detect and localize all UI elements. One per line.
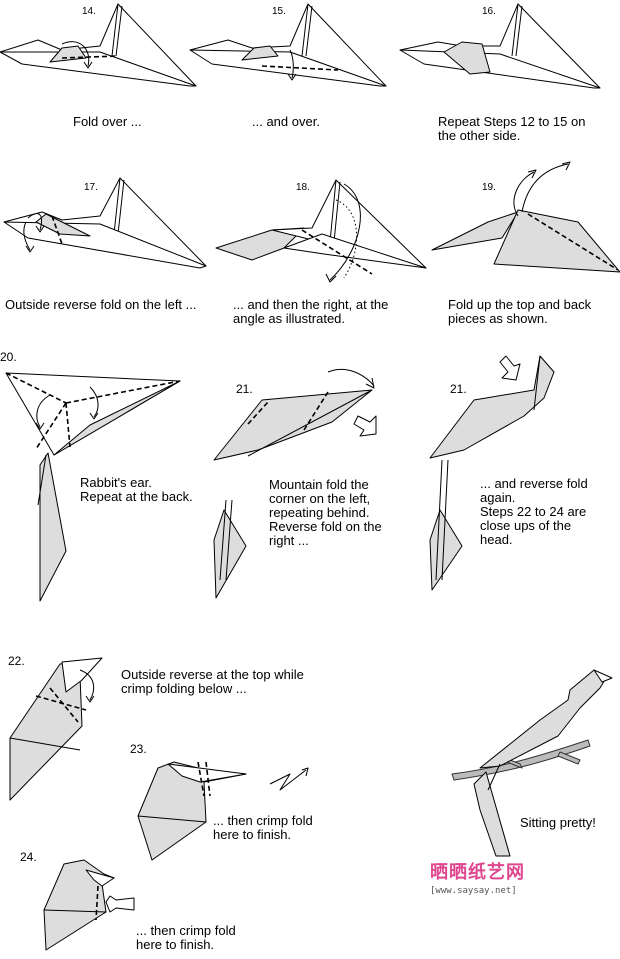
step-16-diagram xyxy=(399,3,601,89)
step-17-number: 17. xyxy=(84,182,98,193)
step-18-caption: ... and then the right, at the angle as … xyxy=(233,297,389,326)
step-17-diagram xyxy=(3,177,207,269)
step-20-number: 20. xyxy=(0,350,17,364)
final-bird-diagram xyxy=(451,669,613,857)
step-23-caption: ... then crimp fold here to finish. xyxy=(213,813,313,842)
step-14-diagram xyxy=(0,3,197,87)
step-19-caption: Fold up the top and back pieces as shown… xyxy=(448,297,592,326)
step-15-caption: ... and over. xyxy=(252,114,320,129)
step-22-diagram xyxy=(9,657,103,801)
step-16-number: 16. xyxy=(482,6,496,17)
step-21b-diagram xyxy=(429,355,555,591)
step-20-caption: Rabbit's ear. Repeat at the back. xyxy=(80,475,193,504)
step-24-diagram xyxy=(43,859,135,951)
step-24-caption: ... then crimp fold here to finish. xyxy=(136,923,236,952)
step-15-number: 15. xyxy=(272,6,286,17)
step-15-diagram xyxy=(189,3,387,87)
step-22-number: 22. xyxy=(8,654,25,668)
step-18-diagram xyxy=(215,179,427,283)
step-18-number: 18. xyxy=(296,182,310,193)
step-22-caption: Outside reverse at the top while crimp f… xyxy=(121,667,304,696)
step-24-number: 24. xyxy=(20,850,37,864)
step-21b-caption: ... and reverse fold again. Steps 22 to … xyxy=(480,476,588,547)
step-21b-number: 21. xyxy=(450,382,467,396)
watermark-logo: 晒晒纸艺网 xyxy=(430,862,525,883)
step-14-number: 14. xyxy=(82,6,96,17)
step-16-caption: Repeat Steps 12 to 15 on the other side. xyxy=(438,114,586,143)
step-17-caption: Outside reverse fold on the left ... xyxy=(5,297,197,312)
step-21a-number: 21. xyxy=(236,382,253,396)
step-21a-caption: Mountain fold the corner on the left, re… xyxy=(269,477,382,548)
step-21a-diagram xyxy=(213,368,377,599)
step-14-caption: Fold over ... xyxy=(73,114,142,129)
step-23-number: 23. xyxy=(130,742,147,756)
final-caption: Sitting pretty! xyxy=(520,815,596,830)
watermark-url: [www.saysay.net] xyxy=(430,886,517,896)
step-19-number: 19. xyxy=(482,182,496,193)
step-19-diagram xyxy=(431,161,620,273)
step-20-diagram xyxy=(5,372,181,602)
step-23-diagram xyxy=(137,761,309,861)
